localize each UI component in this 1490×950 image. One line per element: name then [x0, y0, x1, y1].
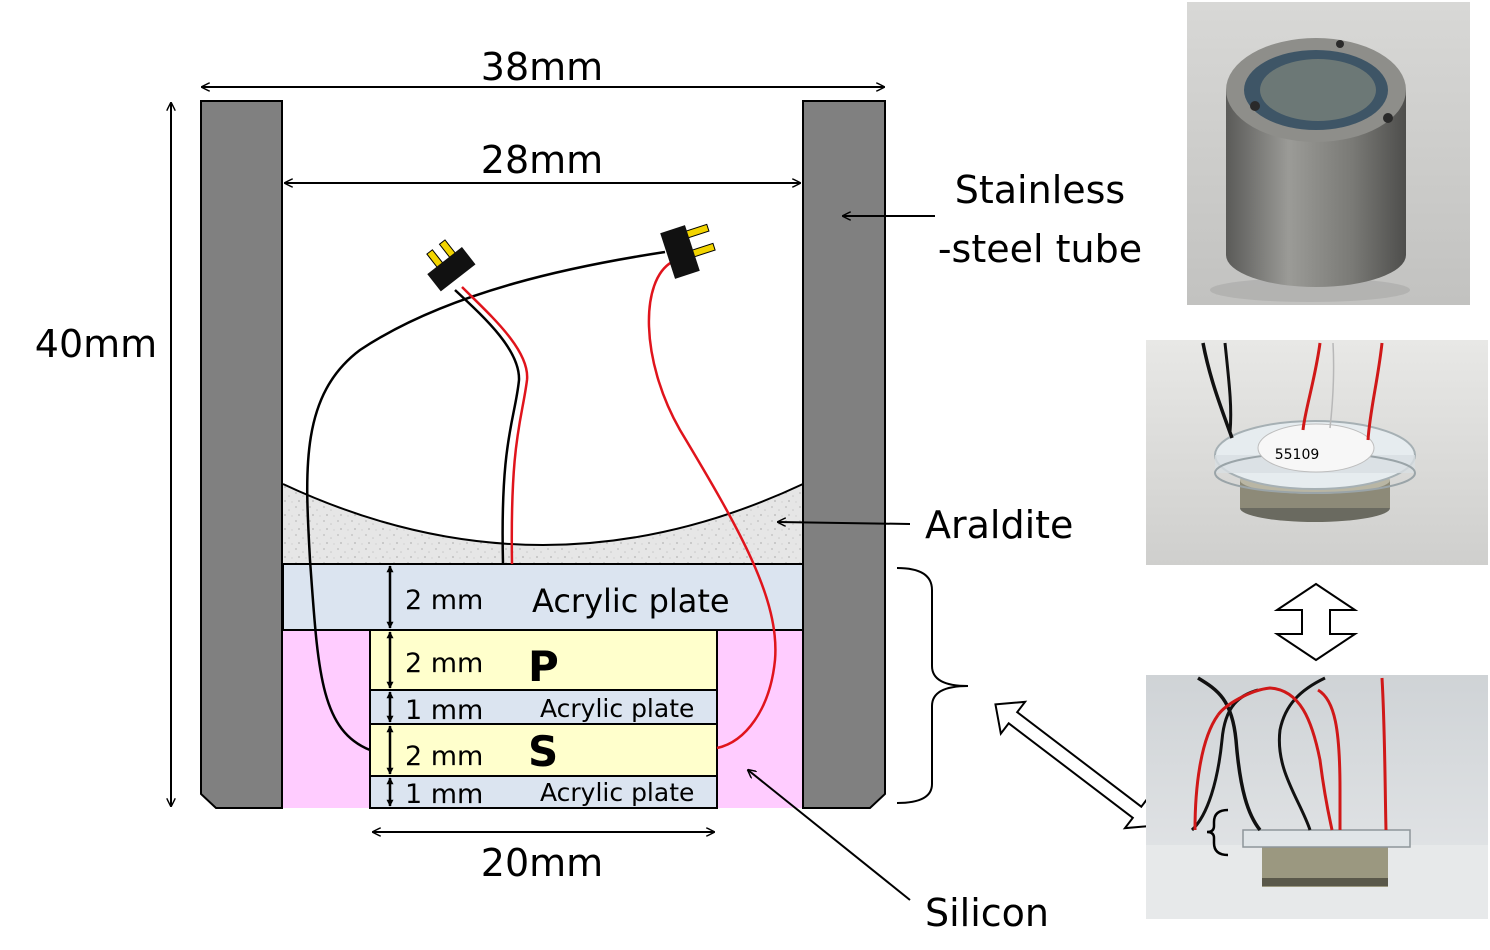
photo-acrylic-disc: 55109	[1146, 340, 1488, 565]
araldite-callout-arrow	[778, 522, 911, 524]
layer1-label: P	[528, 642, 559, 691]
layer3-thickness: 2 mm	[405, 741, 483, 772]
silicon-callout-arrow	[748, 770, 911, 901]
layer0-label: Acrylic plate	[532, 582, 730, 620]
acrylic-1mm-upper	[369, 689, 718, 725]
photo-side-view	[1146, 675, 1488, 919]
layer1-thickness: 2 mm	[405, 648, 483, 679]
diagonal-double-arrow	[994, 700, 1156, 830]
stack-bracket	[896, 567, 969, 804]
steel-wall-left	[200, 100, 283, 809]
dim-label-40mm: 40mm	[35, 322, 157, 366]
tube-label-line1: Stainless	[955, 168, 1125, 212]
connector-left	[426, 239, 476, 292]
steel-wall-right	[802, 100, 886, 809]
layer2-thickness: 1 mm	[405, 695, 483, 726]
vertical-double-arrow	[1273, 582, 1359, 662]
dim-label-20mm: 20mm	[481, 841, 603, 885]
connector-right	[660, 223, 716, 279]
wire-black-long	[306, 250, 666, 752]
wire-black-short	[454, 289, 521, 565]
araldite-label: Araldite	[925, 503, 1073, 547]
silicon-label: Silicon	[925, 891, 1049, 935]
disc-number: 55109	[1275, 447, 1320, 463]
wire-red-long	[647, 260, 777, 750]
araldite-curve	[282, 483, 804, 546]
wire-red-short	[461, 286, 529, 565]
layer2-label: Acrylic plate	[540, 694, 694, 723]
dim-label-38mm: 38mm	[481, 45, 603, 89]
tube-label-line2: -steel tube	[938, 227, 1142, 271]
layer4-label: Acrylic plate	[540, 778, 694, 807]
araldite-region	[283, 484, 803, 564]
photo-steel-cylinder	[1187, 2, 1470, 305]
top-acrylic-plate	[282, 563, 804, 631]
dim-label-28mm: 28mm	[481, 138, 603, 182]
layer0-thickness: 2 mm	[405, 585, 483, 616]
acrylic-1mm-lower	[369, 775, 718, 809]
layer3-label: S	[528, 727, 558, 776]
layer4-thickness: 1 mm	[405, 779, 483, 810]
